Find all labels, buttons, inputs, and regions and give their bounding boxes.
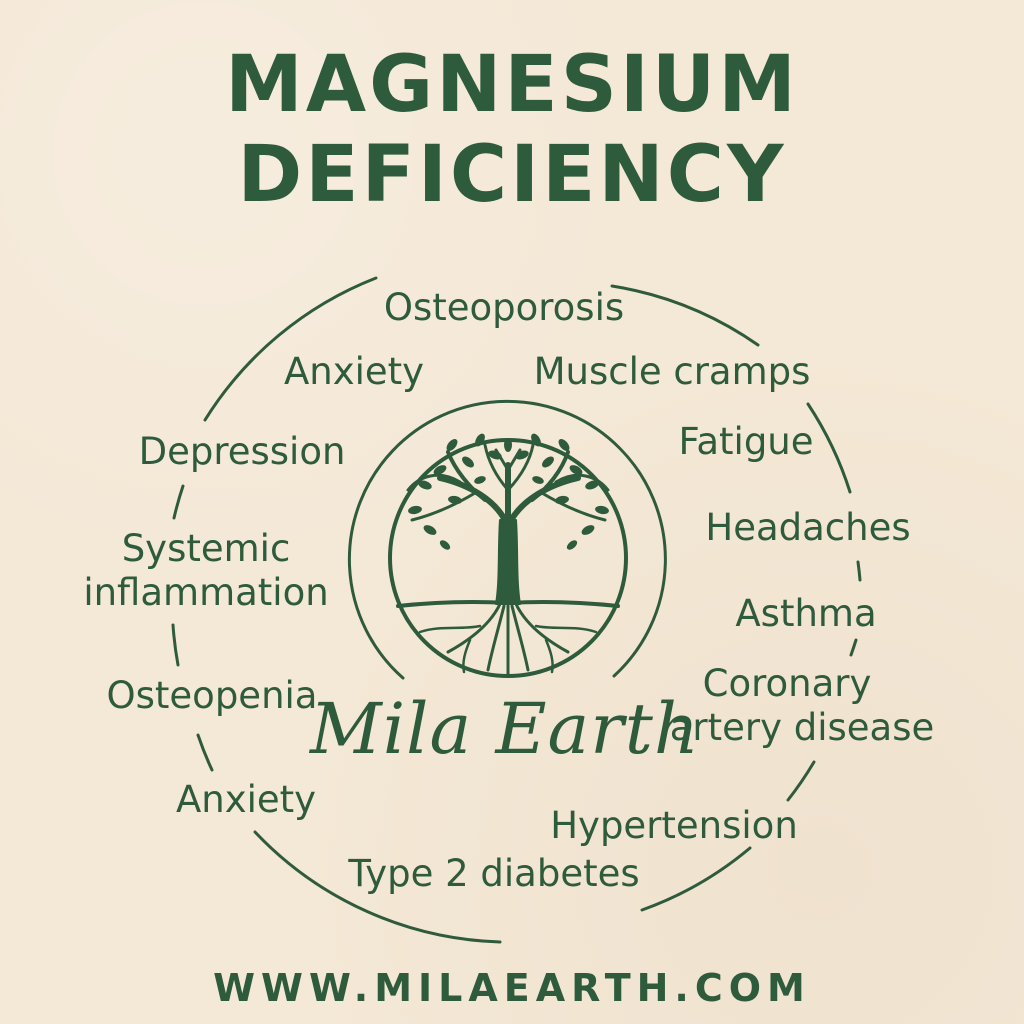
symptom-systemic-inflammation: Systemic inflammation [83,527,328,614]
outer-ring-arc-left-3 [172,484,185,520]
outer-ring-arc-left-1 [196,733,214,772]
website-url: WWW.MILAEARTH.COM [213,966,811,1010]
outer-ring-arc-right-1 [806,402,852,494]
symptom-systemic-inflammation-line-2: inflammation [83,570,329,614]
outer-ring-arc-top [610,284,760,347]
symptom-hypertension: Hypertension [550,804,798,847]
brand-signature: Mila Earth [310,688,700,770]
outer-ring-arc-right-3 [849,638,858,657]
inner-ring-arc [347,399,667,680]
symptom-type-2-diabetes: Type 2 diabetes [348,852,640,895]
title-line-1: MAGNESIUM [225,40,799,130]
outer-ring-arc-bottom-right [640,846,752,912]
symptom-asthma: Asthma [735,592,877,635]
symptom-coronary-line-1: Coronary [702,662,872,705]
outer-ring-arc-right-2 [856,560,862,582]
title-line-2: DEFICIENCY [237,130,787,220]
symptom-coronary-line-2: artery disease [669,705,935,749]
symptom-fatigue: Fatigue [678,420,814,463]
symptom-depression: Depression [138,430,346,473]
symptom-anxiety-top: Anxiety [283,350,425,393]
tree-of-life-icon [388,433,628,678]
symptom-osteoporosis: Osteoporosis [383,286,625,329]
symptom-muscle-cramps: Muscle cramps [533,350,811,393]
symptom-headaches: Headaches [705,506,911,549]
outer-ring-arc-left-2 [171,623,180,667]
symptom-osteopenia: Osteopenia [106,674,318,717]
symptom-anxiety-bottom: Anxiety [175,778,317,821]
symptom-coronary-artery-disease: Coronary artery disease [670,662,935,749]
outer-ring-arc-right-4 [786,760,816,802]
symptom-systemic-inflammation-line-1: Systemic [121,527,291,570]
outer-ring-arc-top-left [203,276,378,422]
outer-ring-arc-bottom [253,830,502,944]
